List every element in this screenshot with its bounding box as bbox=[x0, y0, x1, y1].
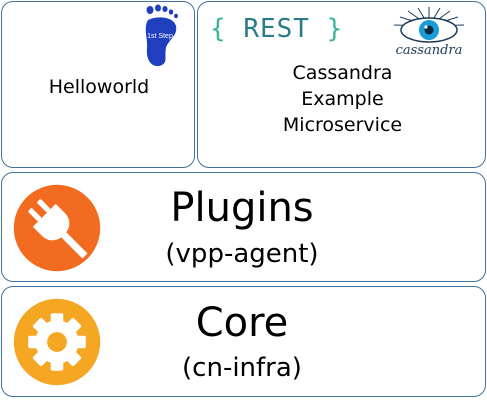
footprint-icon: 1st Step bbox=[145, 4, 178, 67]
rest-open-brace: { bbox=[210, 14, 227, 44]
cassandra-description: Cassandra Example Microservice bbox=[198, 60, 487, 138]
rest-logo: { REST } bbox=[210, 14, 343, 44]
helloworld-label: Helloworld bbox=[48, 76, 150, 98]
cassandra-box: { REST } cassandra Cassandra Example Mic… bbox=[197, 1, 486, 168]
plugins-box: Plugins (vpp-agent) bbox=[1, 172, 486, 282]
plug-icon bbox=[13, 184, 101, 272]
gear-icon bbox=[13, 298, 101, 386]
rest-word: REST bbox=[243, 14, 310, 44]
cassandra-eye-icon bbox=[393, 7, 465, 43]
cassandra-line: Cassandra bbox=[292, 62, 393, 84]
core-title: Core bbox=[195, 300, 289, 346]
plugins-title: Plugins bbox=[170, 185, 314, 231]
cassandra-line: Microservice bbox=[282, 114, 403, 136]
cassandra-logo-word: cassandra bbox=[395, 43, 463, 58]
cassandra-line: Example bbox=[301, 88, 384, 110]
core-subtitle: (cn-infra) bbox=[182, 353, 302, 383]
footprint-logo-text: 1st Step bbox=[147, 33, 173, 40]
core-box: Core (cn-infra) bbox=[1, 286, 486, 397]
plugins-subtitle: (vpp-agent) bbox=[165, 239, 319, 269]
helloworld-box: 1st Step Helloworld bbox=[1, 1, 195, 168]
rest-close-brace: } bbox=[326, 14, 344, 44]
